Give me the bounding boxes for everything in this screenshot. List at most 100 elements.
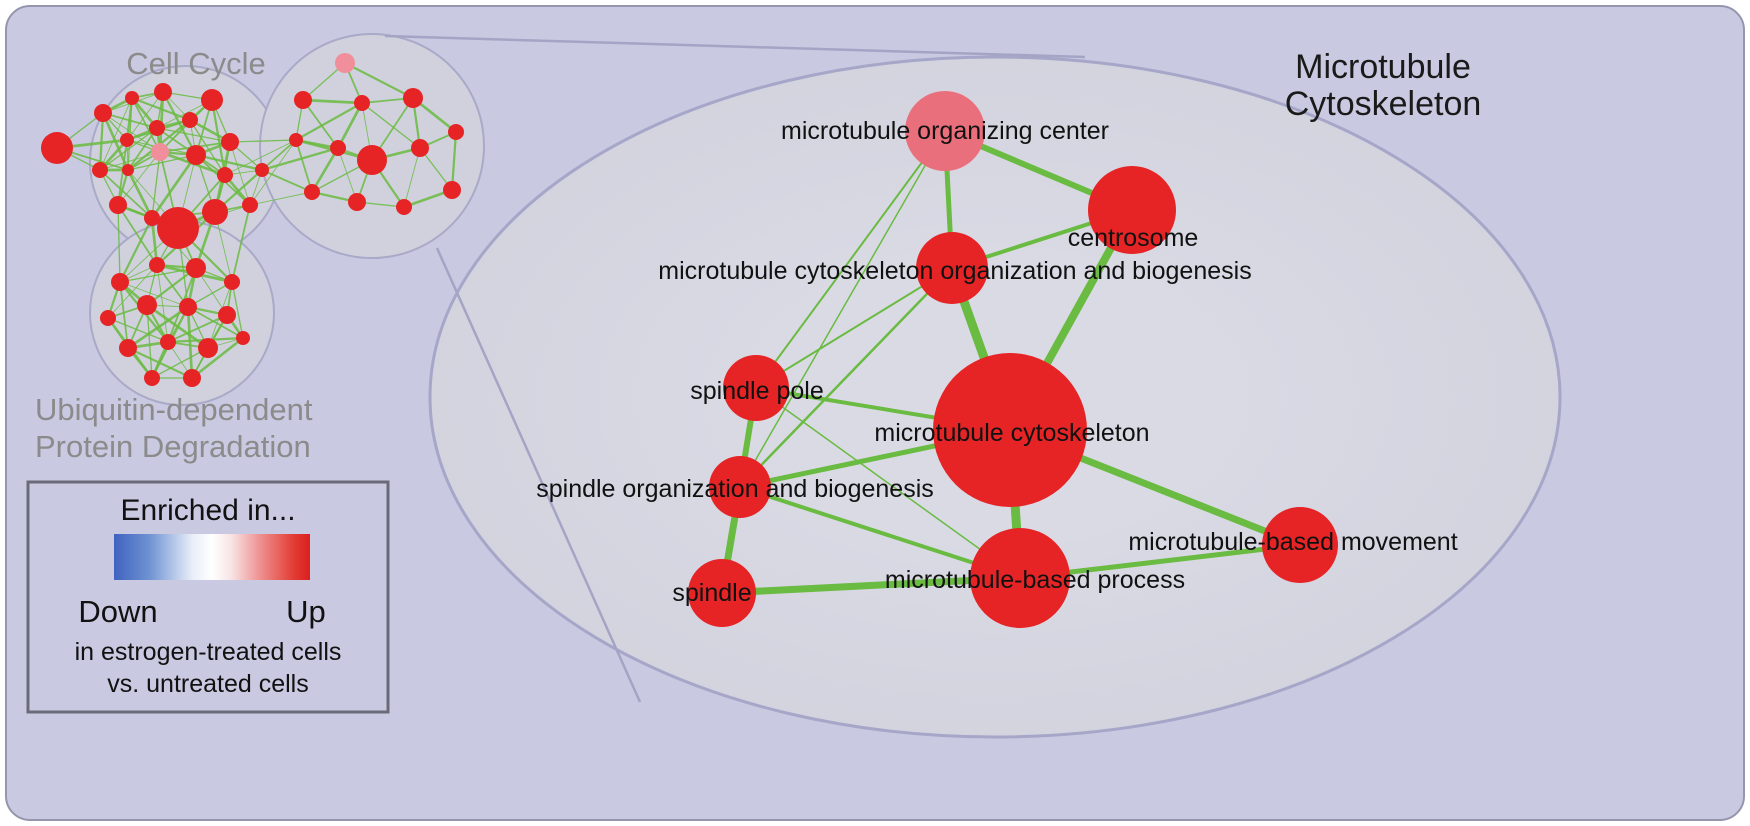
- mini-edge: [99, 151, 161, 171]
- mini-edge: [249, 191, 313, 206]
- mini-edge: [99, 97, 133, 171]
- legend: Enriched in... Down Up in estrogen-treat…: [26, 480, 390, 714]
- mini-node: [122, 164, 134, 176]
- node-mco: [916, 232, 988, 304]
- mini-node: [186, 145, 206, 165]
- main-cluster-title-line2: Cytoskeleton: [1285, 85, 1482, 123]
- main-network-nodes: [688, 91, 1338, 628]
- mini-edge: [99, 169, 153, 219]
- mini-node: [119, 339, 137, 357]
- mini-node: [100, 310, 116, 326]
- mini-edge: [151, 347, 209, 379]
- node-label-mtc: microtubule cytoskeleton: [874, 419, 1149, 447]
- mini-node: [109, 196, 127, 214]
- mini-edge: [118, 217, 154, 283]
- mini-edge: [146, 304, 153, 379]
- mini-node: [396, 199, 412, 215]
- node-moc: [905, 91, 985, 171]
- mini-node: [160, 334, 176, 350]
- mini-node: [255, 163, 269, 177]
- mini-node: [218, 306, 236, 324]
- mini-edge: [336, 102, 364, 149]
- node-label-mco: microtubule cytoskeleton organization an…: [658, 257, 1251, 285]
- mini-edge: [195, 153, 263, 172]
- zoom-connector-line: [384, 34, 1086, 59]
- mini-node: [357, 145, 387, 175]
- mini-edge: [189, 119, 226, 176]
- mini-edge: [191, 336, 244, 380]
- ubiquitin-label-line2: Protein Degradation: [35, 429, 311, 464]
- legend-up-label: Up: [286, 594, 326, 629]
- mini-edge: [117, 151, 161, 206]
- legend-down-label: Down: [78, 594, 157, 629]
- mini-edge: [119, 281, 189, 308]
- mini-edge: [186, 306, 194, 379]
- mini-node: [149, 120, 165, 136]
- node-label-mtbm: microtubule-based movement: [1128, 528, 1457, 556]
- mini-edge: [127, 127, 158, 171]
- mini-node: [198, 338, 218, 358]
- mini-edge: [310, 147, 340, 193]
- mini-node: [236, 331, 250, 345]
- mini-node: [157, 207, 199, 249]
- mini-node: [224, 274, 240, 290]
- node-spindle-pole: [723, 355, 789, 421]
- node-label-spindle: spindle: [672, 579, 751, 607]
- mini-edge: [127, 305, 189, 350]
- mini-edge: [344, 61, 414, 100]
- node-spindle-org: [709, 456, 771, 518]
- node-label-spindle-org: spindle organization and biogenesis: [536, 475, 934, 503]
- mini-edge: [187, 306, 244, 339]
- mini-node: [151, 143, 169, 161]
- legend-title: Enriched in...: [120, 494, 295, 527]
- mini-edge: [231, 204, 251, 283]
- mini-edge: [361, 102, 421, 149]
- legend-subtitle-line2: vs. untreated cells: [107, 670, 309, 698]
- edge-moc-spindle-org: [739, 130, 946, 488]
- mini-node: [92, 162, 108, 178]
- mini-node: [448, 124, 464, 140]
- node-mtbp: [970, 528, 1070, 628]
- enrichment-gradient-bar: [114, 534, 310, 580]
- mini-edge: [261, 169, 313, 193]
- mini-edge: [302, 99, 339, 149]
- node-spindle: [688, 559, 756, 627]
- mini-node: [217, 167, 233, 183]
- mini-edge: [119, 281, 129, 349]
- mini-edge: [302, 98, 363, 105]
- mini-node: [403, 88, 423, 108]
- mini-node: [443, 181, 461, 199]
- mini-network-nodes: [41, 53, 464, 387]
- mini-node: [330, 140, 346, 156]
- mini-edge: [249, 139, 297, 206]
- mini-node: [335, 53, 355, 73]
- mini-edge: [126, 169, 154, 219]
- mini-node: [137, 295, 157, 315]
- mini-edge: [261, 139, 297, 171]
- mini-node: [354, 95, 370, 111]
- mini-edge: [450, 131, 458, 191]
- mini-node: [120, 133, 134, 147]
- mini-node: [154, 83, 172, 101]
- mini-edge: [146, 267, 197, 306]
- mini-edge: [117, 204, 158, 266]
- zoom-connector-line: [435, 247, 642, 703]
- mini-node: [41, 132, 73, 164]
- mini-edge: [403, 147, 421, 208]
- legend-box: [26, 480, 390, 714]
- mini-edge: [231, 281, 244, 339]
- mini-edge: [261, 146, 339, 172]
- cell-cycle-label: Cell Cycle: [126, 46, 266, 81]
- node-label-spindle-pole: spindle pole: [690, 377, 823, 405]
- mini-edge: [229, 139, 297, 143]
- node-label-moc: microtubule organizing center: [781, 117, 1109, 145]
- mini-edge: [156, 264, 169, 343]
- zoom-connector-lines: [384, 34, 1086, 703]
- mini-node: [149, 257, 165, 273]
- mini-node: [183, 369, 201, 387]
- edge-moc-spindle-pole: [755, 130, 946, 389]
- mini-edge: [229, 141, 251, 206]
- edge-spindle-pole-mtbp: [755, 387, 1021, 579]
